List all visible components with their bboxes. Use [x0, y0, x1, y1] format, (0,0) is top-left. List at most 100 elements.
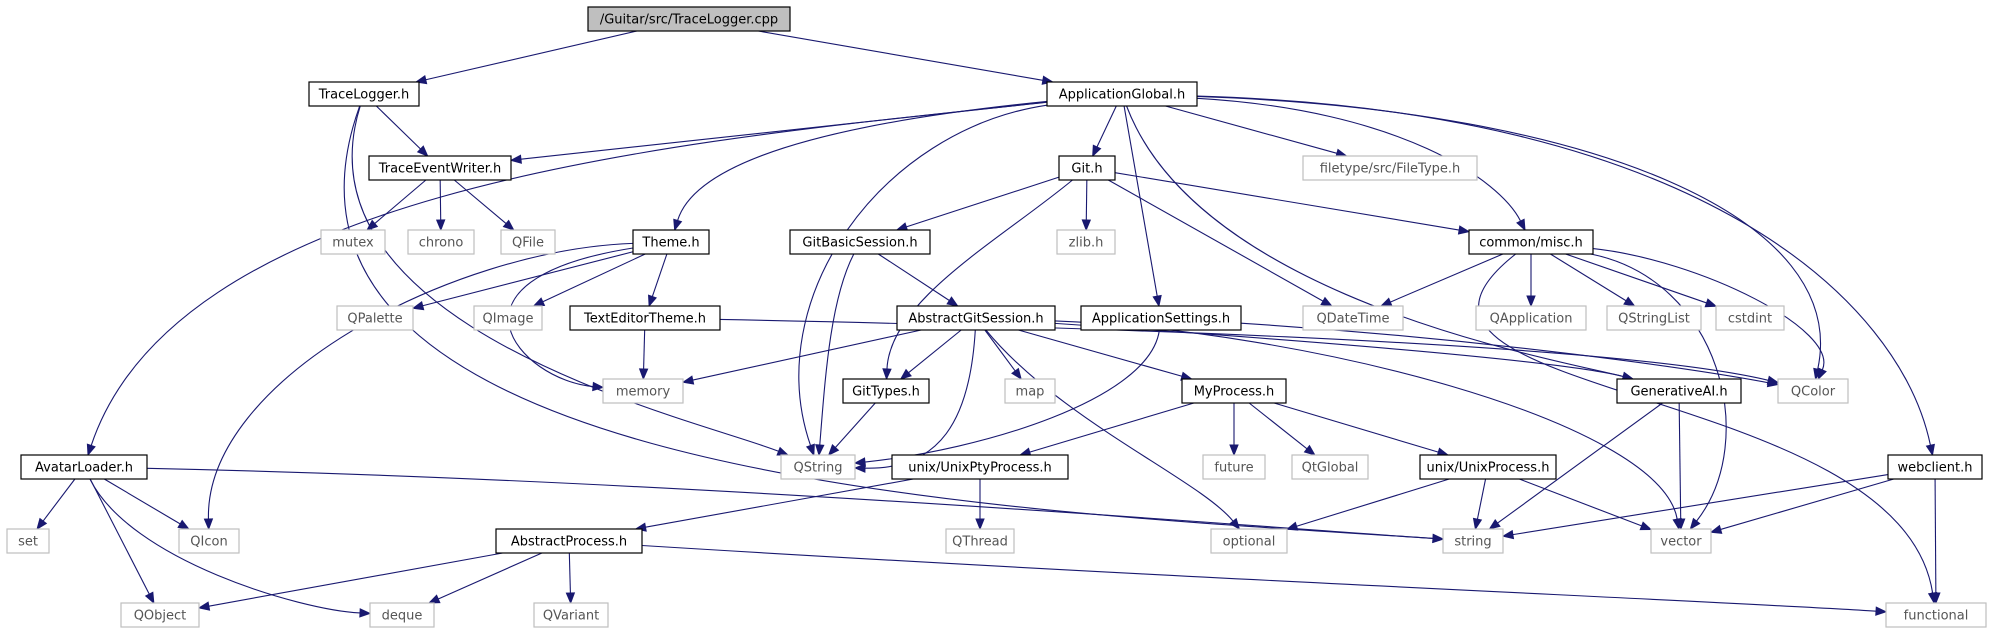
- node-avatarloader-h[interactable]: AvatarLoader.h: [20, 454, 148, 480]
- edge-line: [1590, 253, 1727, 522]
- node-label: ApplicationSettings.h: [1092, 312, 1230, 327]
- node-box: [587, 6, 791, 32]
- arrowhead: [1623, 296, 1636, 307]
- edge-theme_h-to-texteditortheme_h: [648, 253, 668, 308]
- node-traceeventwriter-h[interactable]: TraceEventWriter.h: [368, 155, 512, 181]
- node-unixptyprocess-h[interactable]: unix/UnixPtyProcess.h: [891, 454, 1069, 480]
- arrowhead: [815, 444, 825, 457]
- node-label: QFile: [512, 236, 544, 251]
- node-string: string: [1442, 528, 1504, 554]
- node-label: TraceLogger.h: [318, 88, 409, 103]
- edge-line: [985, 329, 1234, 522]
- node-myprocess-h[interactable]: MyProcess.h: [1181, 378, 1287, 404]
- edge-gittypes_h-to-qstring: [827, 402, 876, 457]
- node-git-h[interactable]: Git.h: [1058, 155, 1116, 181]
- node-box: [789, 229, 931, 255]
- edge-line: [42, 478, 76, 522]
- node-unixprocess-h[interactable]: unix/UnixProcess.h: [1419, 454, 1557, 480]
- node-label: webclient.h: [1898, 461, 1973, 476]
- node-webclient-h[interactable]: webclient.h: [1887, 454, 1983, 480]
- edge-line: [1114, 172, 1460, 231]
- arrowhead: [853, 457, 866, 467]
- node-box: [1475, 305, 1587, 331]
- edge-git_h-to-qdatetime: [1108, 179, 1333, 307]
- node-box: [1291, 454, 1369, 480]
- node-qimage: QImage: [473, 305, 543, 331]
- node-map: map: [1004, 378, 1056, 404]
- node-generativeai-h[interactable]: GenerativeAI.h: [1616, 378, 1742, 404]
- node-label: mutex: [332, 236, 374, 251]
- node-common-misc-h[interactable]: common/misc.h: [1468, 229, 1594, 255]
- arrowhead: [776, 446, 790, 456]
- edge-line: [1678, 402, 1682, 520]
- edge-line: [651, 253, 668, 297]
- arrowhead: [681, 375, 695, 385]
- node-texteditortheme-h[interactable]: TextEditorTheme.h: [569, 305, 721, 331]
- node-label: QStringList: [1618, 312, 1690, 327]
- node-mutex: mutex: [320, 229, 386, 255]
- node-label: /Guitar/src/TraceLogger.cpp: [600, 13, 778, 28]
- node-filetype-h: filetype/src/FileType.h: [1302, 155, 1478, 181]
- arrowhead: [1689, 517, 1701, 531]
- arrowhead: [673, 218, 683, 232]
- node-box: [1046, 81, 1198, 107]
- edge-line: [439, 179, 442, 221]
- edge-avatarloader_h-to-set: [36, 478, 76, 531]
- node-applicationsettings-h[interactable]: ApplicationSettings.h: [1080, 305, 1242, 331]
- node-qtglobal: QtGlobal: [1291, 454, 1369, 480]
- node-label: QtGlobal: [1302, 461, 1359, 476]
- edge-abstractprocess_h-to-qobject: [197, 552, 503, 611]
- node-gittypes-h[interactable]: GitTypes.h: [842, 378, 930, 404]
- node-label: vector: [1660, 535, 1702, 550]
- node-label: GitTypes.h: [852, 385, 920, 400]
- edge-unixptyprocess_h-to-abstractprocess_h: [634, 478, 914, 532]
- node-box: [896, 305, 1056, 331]
- arrowhead: [565, 592, 576, 605]
- node-box: [1181, 378, 1287, 404]
- arrowhead: [1472, 517, 1483, 531]
- node-root[interactable]: /Guitar/src/TraceLogger.cpp: [587, 6, 791, 32]
- node-tracelogger-h[interactable]: TraceLogger.h: [308, 81, 420, 107]
- edge-git_h-to-gitbasicsession_h: [895, 176, 1060, 232]
- node-box: [1442, 528, 1504, 554]
- edge-line: [422, 251, 634, 307]
- node-box: [632, 229, 710, 255]
- edge-line: [351, 105, 779, 452]
- arrowhead: [36, 517, 48, 531]
- edge-line: [425, 30, 638, 81]
- node-gitbasicsession-h[interactable]: GitBasicSession.h: [789, 229, 931, 255]
- node-label: AvatarLoader.h: [35, 461, 133, 476]
- edge-line: [1165, 105, 1338, 154]
- node-label: memory: [616, 385, 671, 400]
- arrowhead: [1285, 521, 1299, 531]
- edge-unixprocess_h-to-vector: [1519, 478, 1653, 531]
- node-abstractgitsession-h[interactable]: AbstractGitSession.h: [896, 305, 1056, 331]
- node-box: [1777, 378, 1849, 404]
- edge-applicationglobal_h-to-applicationsettings_h: [1123, 105, 1162, 308]
- node-box: [842, 378, 930, 404]
- edge-line: [677, 100, 1048, 221]
- node-applicationglobal-h[interactable]: ApplicationGlobal.h: [1046, 81, 1198, 107]
- node-zlib-h: zlib.h: [1056, 229, 1116, 255]
- node-abstractprocess-h[interactable]: AbstractProcess.h: [495, 528, 643, 554]
- arrowhead: [1432, 533, 1445, 544]
- node-set: set: [6, 528, 50, 554]
- edge-unixprocess_h-to-string: [1472, 478, 1487, 531]
- edge-line: [758, 30, 1043, 81]
- node-label: zlib.h: [1069, 236, 1104, 251]
- node-box: [1650, 528, 1712, 554]
- edge-abstractgitsession_h-to-optional: [985, 329, 1241, 531]
- arrowhead: [1516, 218, 1526, 232]
- edge-avatarloader_h-to-qicon: [103, 478, 190, 530]
- edge-myprocess_h-to-future: [1229, 403, 1239, 457]
- edge-abstractgitsession_h-to-vector: [1054, 320, 1682, 531]
- edge-line: [1720, 478, 1894, 530]
- arrowhead: [1320, 296, 1333, 307]
- arrowhead: [899, 368, 912, 380]
- node-label: ApplicationGlobal.h: [1059, 88, 1185, 103]
- node-box: [1302, 155, 1478, 181]
- edge-webclient_h-to-string: [1501, 473, 1889, 540]
- node-theme-h[interactable]: Theme.h: [632, 229, 710, 255]
- node-box: [308, 81, 420, 107]
